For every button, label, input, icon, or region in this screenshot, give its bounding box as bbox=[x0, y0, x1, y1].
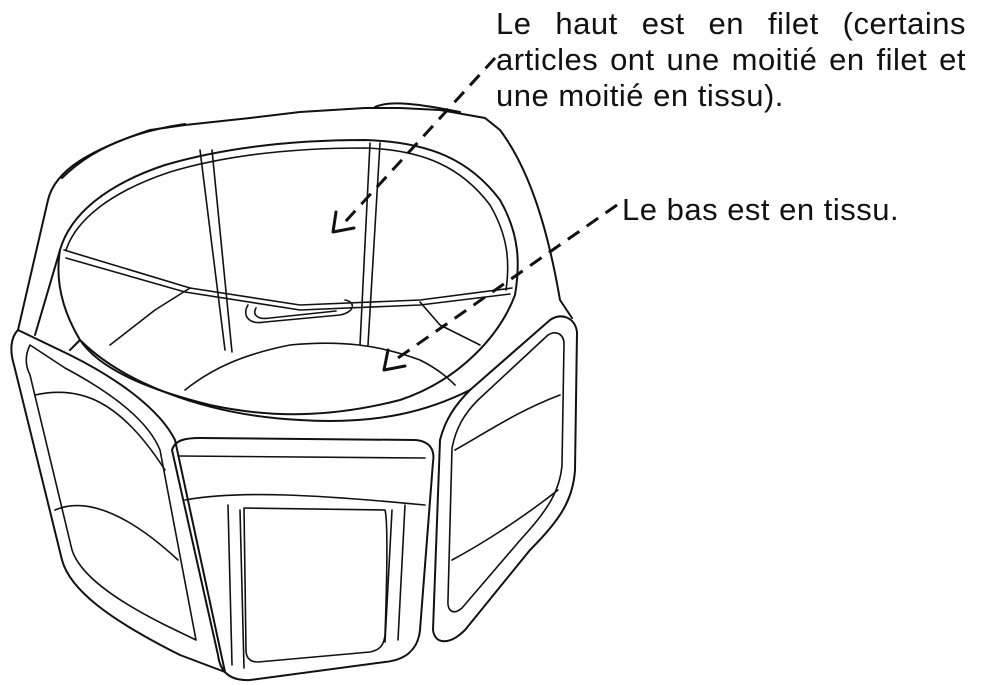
top-rim-outer-second bbox=[61, 102, 461, 179]
mesh-top-label: Le haut est en filet (certains articles … bbox=[496, 6, 966, 113]
mesh-seam-8 bbox=[419, 301, 481, 346]
mesh-arrowhead bbox=[331, 210, 356, 234]
right-panel-outer bbox=[432, 315, 578, 643]
left-panel-seam-1 bbox=[34, 391, 166, 471]
mesh-seam-7 bbox=[109, 287, 191, 346]
mesh-seam-5 bbox=[63, 249, 513, 306]
mesh-seam-2 bbox=[211, 149, 233, 353]
center-panel-top-band bbox=[177, 455, 426, 506]
mesh-seam-6 bbox=[65, 257, 511, 311]
fabric-arrowhead bbox=[382, 348, 407, 372]
mesh-leader bbox=[331, 56, 497, 234]
right-panel-seam-1 bbox=[454, 394, 561, 451]
left-panel-inner bbox=[25, 344, 197, 641]
mesh-seam-1 bbox=[199, 149, 226, 351]
floor-handle bbox=[244, 299, 354, 324]
left-panel-seam-2 bbox=[54, 504, 179, 561]
fabric-bottom-label: Le bas est en tissu. bbox=[622, 192, 900, 227]
mesh-rim-inner-second bbox=[65, 147, 509, 291]
left-panel-outer bbox=[10, 329, 226, 673]
front-rim-band bbox=[79, 339, 471, 422]
fabric-leader bbox=[382, 203, 618, 372]
floor-handle-inner bbox=[254, 307, 337, 320]
body-left-edge bbox=[17, 199, 81, 351]
center-panel-outer bbox=[171, 437, 435, 682]
mesh-seam-4 bbox=[367, 142, 381, 346]
right-panel-inner bbox=[447, 332, 565, 613]
center-panel-window bbox=[243, 507, 388, 663]
top-rim-outer bbox=[47, 107, 573, 319]
fabric-leader-line bbox=[394, 203, 618, 362]
mesh-leader-line bbox=[343, 56, 497, 224]
floor-edge bbox=[184, 342, 456, 391]
right-panel-seam-2 bbox=[451, 489, 559, 561]
center-panel-inner bbox=[227, 504, 406, 669]
mesh-seam-3 bbox=[359, 142, 371, 346]
mesh-rim-inner bbox=[57, 139, 519, 416]
playpen-drawing bbox=[10, 102, 578, 682]
